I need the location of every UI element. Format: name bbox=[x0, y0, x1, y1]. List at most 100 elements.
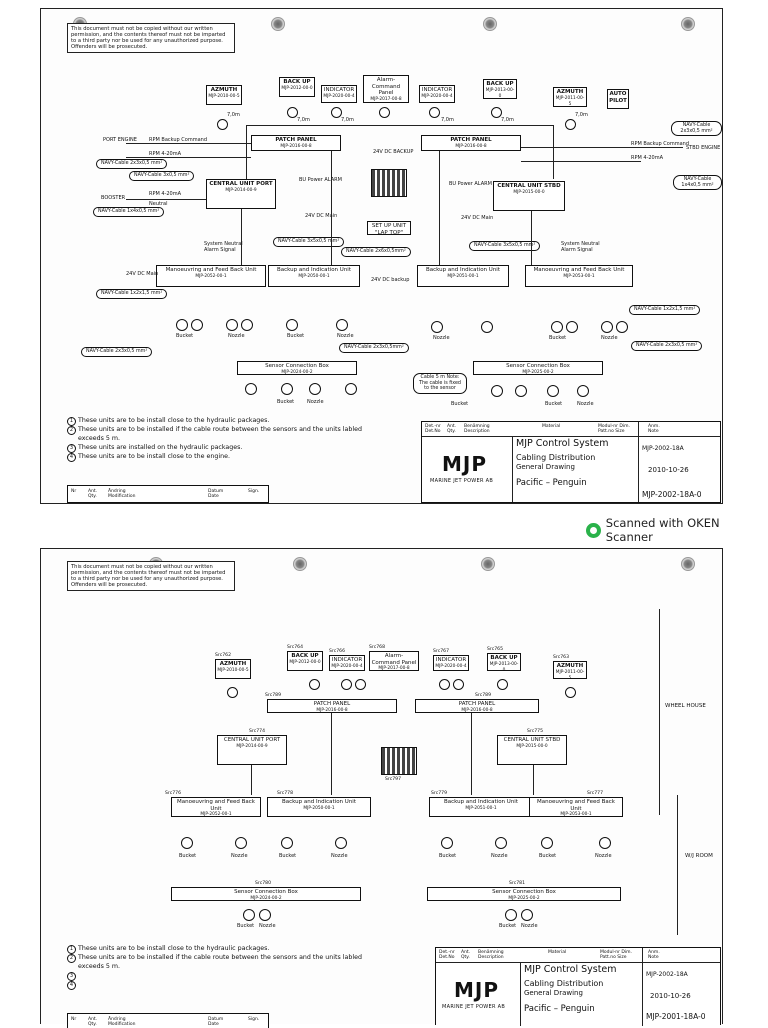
wire bbox=[126, 143, 251, 144]
source-number: Src779 bbox=[431, 791, 447, 796]
source-number: Src775 bbox=[527, 729, 543, 734]
sensor-symbol bbox=[521, 909, 533, 921]
drawing-sheet-1: This document must not be copied without… bbox=[40, 8, 723, 504]
encoder-symbol bbox=[565, 687, 576, 698]
source-number: Src763 bbox=[553, 655, 569, 660]
unit-name: PATCH PANEL bbox=[275, 137, 317, 143]
encoder-symbol bbox=[309, 679, 320, 690]
alarm-label: BU Power ALARM bbox=[449, 181, 492, 187]
unit-name: Backup and Indication Unit bbox=[443, 799, 518, 805]
part-number: MJP-2020-00-4 bbox=[435, 663, 467, 669]
encoder-symbol bbox=[453, 679, 464, 690]
note-line: 3 These units are installed on the hydra… bbox=[67, 443, 362, 453]
note-line: 2 These units are to be installed if the… bbox=[67, 426, 362, 435]
tb-header: Anm. Note bbox=[648, 424, 660, 434]
feedback-unit-stbd: Manoeuvring and Feed Back Unit MJP-2053-… bbox=[529, 797, 623, 817]
rev-header: Nr bbox=[71, 1017, 77, 1022]
drawing-title: MJP Control System bbox=[516, 438, 609, 449]
sensor-symbol bbox=[577, 385, 589, 397]
signal-label: RPM 4-20mA bbox=[631, 155, 664, 161]
wire bbox=[251, 765, 252, 795]
cable-spec: NAVY-Cable 2x3x0,5mm² bbox=[339, 343, 409, 353]
source-number: Src797 bbox=[385, 777, 401, 782]
sensor-symbol bbox=[181, 837, 193, 849]
tb-divider bbox=[422, 436, 720, 437]
part-number: MJP-2051-00-1 bbox=[465, 805, 497, 811]
sensor-symbol bbox=[551, 321, 563, 333]
central-unit-stbd: CENTRAL UNIT STBD MJP-2015-00-0 bbox=[493, 181, 565, 211]
part-number: MJP-2020-00-4 bbox=[323, 93, 355, 99]
central-unit-port: CENTRAL UNIT PORT MJP-2014-00-9 bbox=[206, 179, 276, 209]
unit-name: INDICATOR bbox=[421, 87, 453, 93]
encoder-symbol bbox=[497, 679, 508, 690]
note-line: 3 bbox=[67, 971, 362, 981]
note-number: 3 bbox=[67, 971, 76, 981]
power-label: 24V DC backup bbox=[371, 277, 410, 283]
tb-divider bbox=[638, 422, 639, 502]
central-unit-port: CENTRAL UNIT PORT MJP-2014-00-9 bbox=[217, 735, 287, 765]
rev-header: Ändring Modification bbox=[108, 1017, 136, 1027]
source-number: Src777 bbox=[587, 791, 603, 796]
scanner-label: Scanned with OKEN Scanner bbox=[605, 516, 720, 544]
sensor-symbol bbox=[226, 319, 238, 331]
signal-label: RPM Backup Command bbox=[149, 137, 208, 143]
cable-note: Cable 5 m Note: The cable is fixed to th… bbox=[413, 373, 467, 394]
azimuth-port-unit: AZMUTH MJP-2010-00-5 bbox=[206, 85, 242, 105]
cable-length: 7,0m bbox=[341, 117, 354, 123]
encoder-symbol bbox=[429, 107, 440, 118]
wire bbox=[531, 211, 532, 265]
alarm-label: System Neutral Alarm Signal bbox=[204, 241, 243, 253]
cable-spec: NAVY-Cable 3x5x0,5 mm² bbox=[273, 237, 345, 247]
sensor-symbol bbox=[281, 837, 293, 849]
tb-header: Ant. Qty. bbox=[461, 950, 471, 960]
bucket-label: Bucket bbox=[277, 399, 295, 405]
feedback-unit-port: Manoeuvring and Feed Back Unit MJP-2052-… bbox=[156, 265, 266, 287]
cable-length: 7,0m bbox=[227, 112, 240, 118]
part-number: MJP-2012-00-0 bbox=[281, 85, 313, 91]
oken-scanner-icon bbox=[586, 522, 601, 538]
unit-name: Manoeuvring and Feed Back Unit bbox=[177, 799, 255, 812]
sensor-symbol bbox=[515, 385, 527, 397]
backup-indication-unit-stbd: Backup and Indication Unit MJP-2051-00-1 bbox=[417, 265, 509, 287]
ref-number: MJP-2002-18A bbox=[642, 445, 684, 452]
tb-header: Anm. Note bbox=[648, 950, 660, 960]
note-line: exceeds 5 m. bbox=[67, 435, 362, 444]
unit-name: AZMUTH bbox=[556, 89, 584, 95]
azimuth-stbd-unit: AZMUTH MJP-2011-00-5 bbox=[553, 661, 587, 681]
source-number: Src789 bbox=[475, 693, 491, 698]
encoder-symbol bbox=[341, 679, 352, 690]
note-text: These units are to be installed if the c… bbox=[78, 954, 362, 961]
nozzle-label: Nozzle bbox=[337, 333, 354, 339]
drawing-subtitle: General Drawing bbox=[516, 463, 575, 471]
note-text: exceeds 5 m. bbox=[78, 963, 121, 970]
note-line: 4 These units are to be install close to… bbox=[67, 452, 362, 462]
note-number: 2 bbox=[67, 954, 76, 963]
unit-name: INDICATOR bbox=[331, 657, 363, 663]
encoder-symbol bbox=[287, 107, 298, 118]
wire bbox=[241, 209, 242, 265]
cable-length: 7,0m bbox=[441, 117, 454, 123]
tb-header: Material bbox=[548, 950, 567, 955]
cable-spec: NAVY-Cable 2x3x0,5 mm² bbox=[631, 341, 703, 351]
sensor-symbol bbox=[601, 321, 613, 333]
note-text: These units are to be installed if the c… bbox=[78, 426, 362, 433]
part-number: MJP-2053-00-1 bbox=[560, 812, 592, 817]
encoder-symbol bbox=[565, 119, 576, 130]
part-number: MJP-2014-00-9 bbox=[236, 743, 268, 749]
unit-name: AZMUTH bbox=[556, 663, 584, 669]
backup-stbd-unit: BACK UP MJP-2013-00-0 bbox=[483, 79, 517, 99]
cable-spec: NAVY-Cable 1x4x0,5 mm² bbox=[93, 207, 165, 217]
sensor-symbol bbox=[281, 383, 293, 395]
project-name: Pacific – Penguin bbox=[524, 1004, 595, 1014]
autopilot-unit: AUTO PILOT bbox=[607, 89, 629, 109]
nozzle-label: Nozzle bbox=[307, 399, 324, 405]
patch-panel-port: PATCH PANEL MJP-2016-00-8 bbox=[267, 699, 397, 713]
unit-name: Sensor Connection Box bbox=[492, 889, 556, 895]
booster-label: BOOSTER bbox=[101, 195, 126, 201]
encoder-symbol bbox=[217, 119, 228, 130]
sensor-symbol bbox=[176, 319, 188, 331]
cable-length: 7,0m bbox=[501, 117, 514, 123]
zone-bracket bbox=[677, 795, 686, 935]
note-number: 4 bbox=[67, 980, 76, 990]
part-number: MJP-2015-00-0 bbox=[513, 189, 545, 195]
